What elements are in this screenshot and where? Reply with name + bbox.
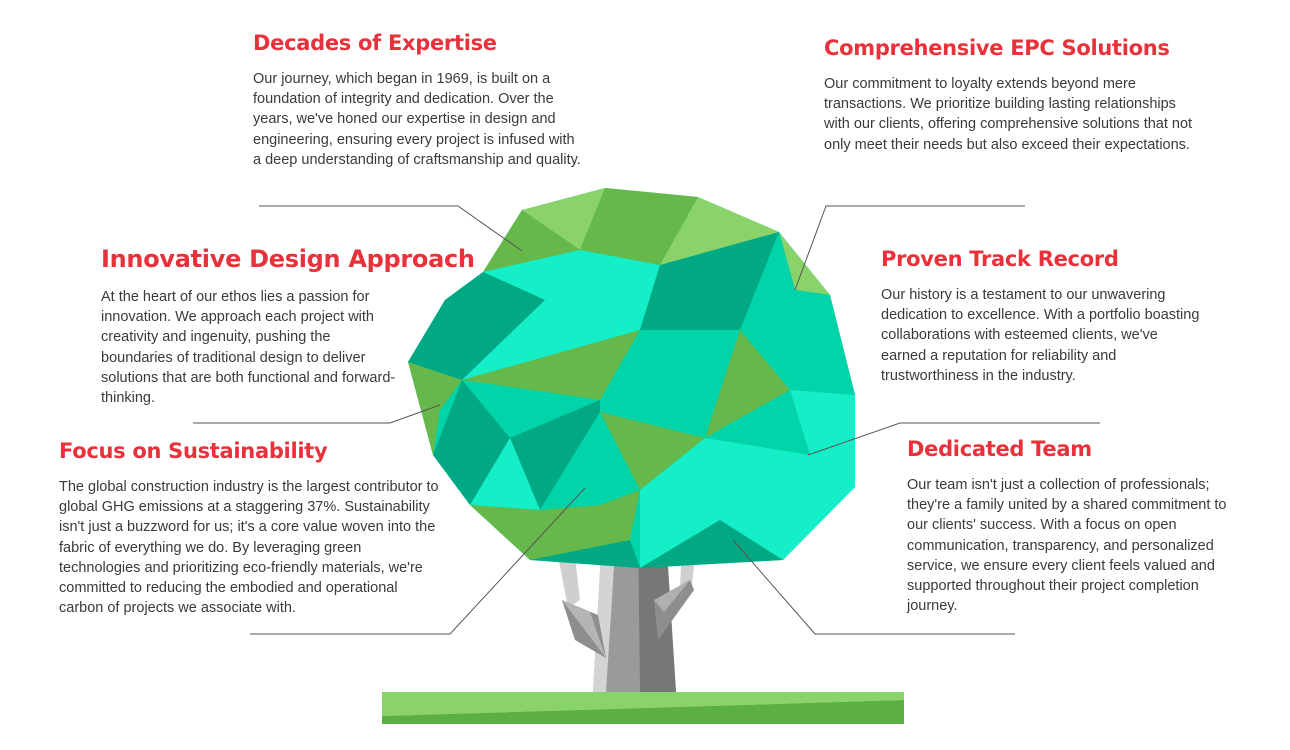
section-focus-sustainability: Focus on Sustainability The global const… [59,439,439,618]
connector-team [732,539,1015,635]
tree-crown [408,188,855,568]
section-innovative-design: Innovative Design Approach At the heart … [101,245,475,408]
section-text: At the heart of our ethos lies a passion… [101,289,396,407]
section-text: Our commitment to loyalty extends beyond… [824,76,1193,153]
section-decades-of-expertise: Decades of Expertise Our journey, which … [253,31,583,170]
section-text: Our journey, which began in 1969, is bui… [253,71,581,168]
section-title: Decades of Expertise [253,31,497,55]
connector-epc [794,205,1025,291]
section-dedicated-team: Dedicated Team Our team isn't just a col… [907,437,1242,616]
section-proven-track-record: Proven Track Record Our history is a tes… [881,247,1201,386]
connector-innovative [193,404,441,424]
section-text: The global construction industry is the … [59,479,439,617]
section-comprehensive-epc: Comprehensive EPC Solutions Our commitme… [824,36,1204,155]
connector-decades [259,205,523,252]
connector-sustainability [250,487,586,635]
section-title: Proven Track Record [881,247,1119,271]
connector-proven [807,422,1100,456]
section-title: Comprehensive EPC Solutions [824,36,1170,60]
connector-lines [193,205,1100,635]
section-title: Focus on Sustainability [59,439,328,463]
section-text: Our history is a testament to our unwave… [881,287,1200,384]
section-title: Innovative Design Approach [101,245,475,273]
section-title: Dedicated Team [907,437,1092,461]
section-text: Our team isn't just a collection of prof… [907,477,1227,615]
ground [382,692,904,724]
